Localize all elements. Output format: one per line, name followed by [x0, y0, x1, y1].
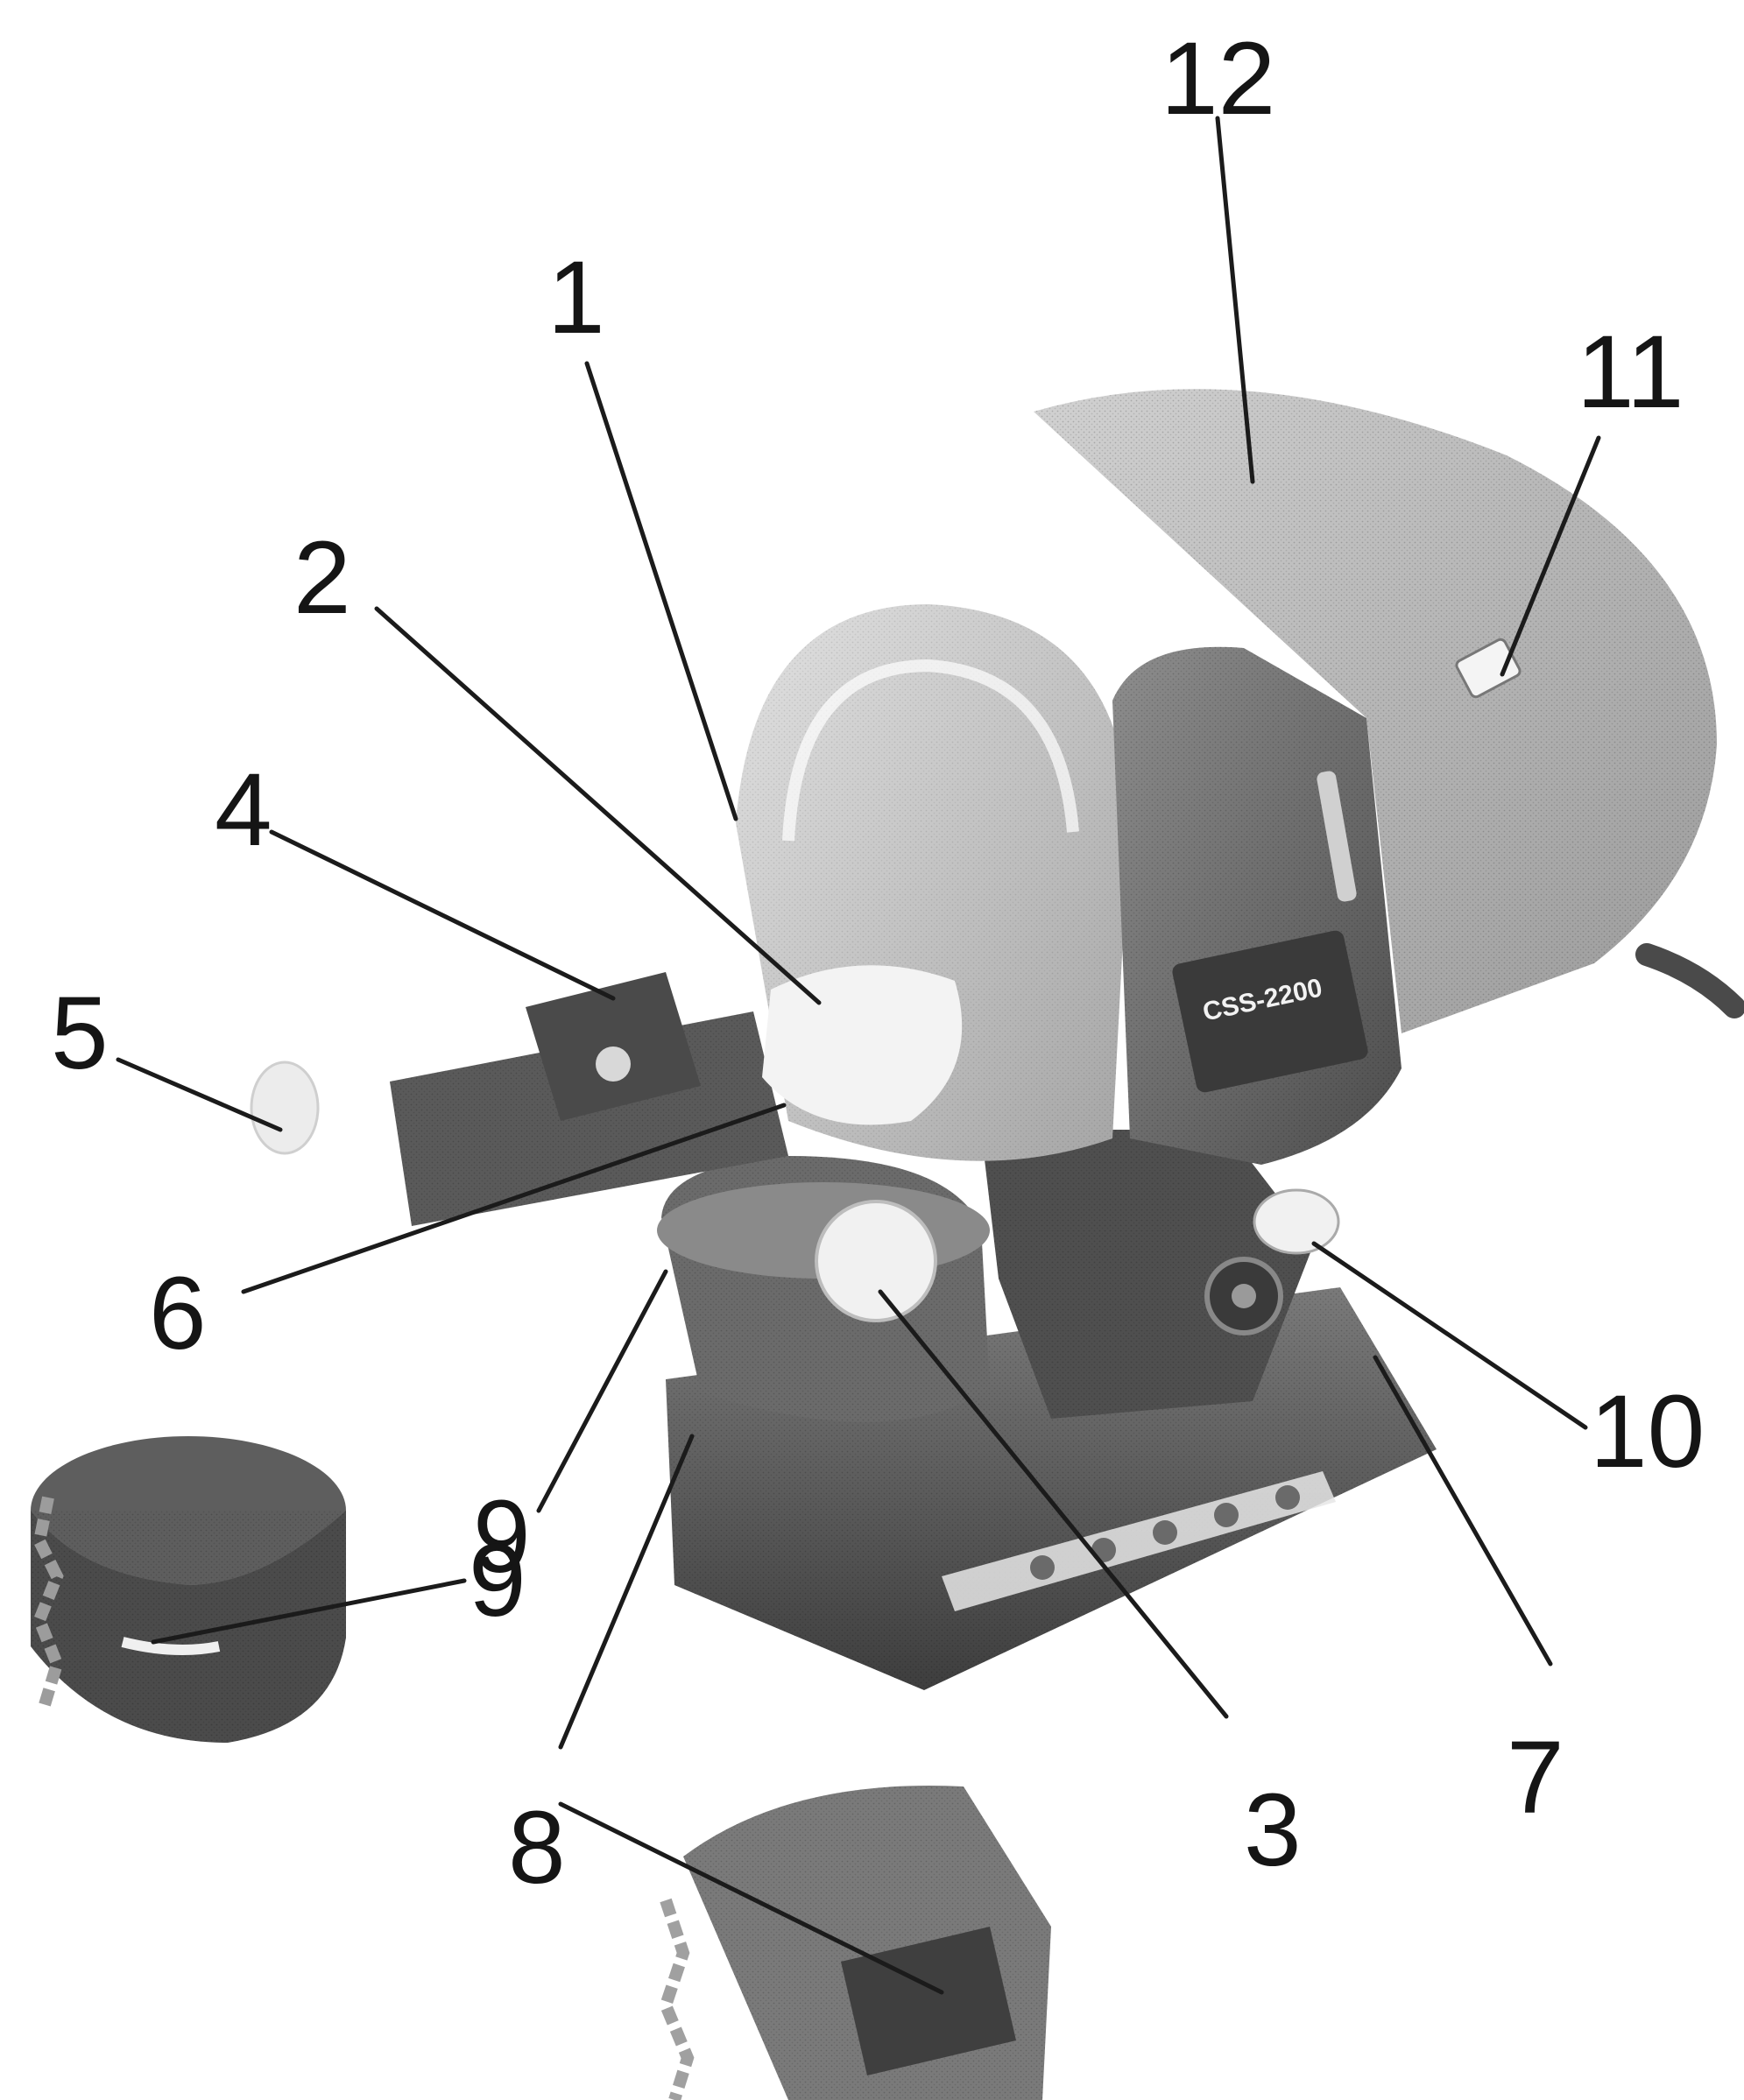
callout-12: 12: [1161, 21, 1275, 137]
depth-scale-marks: [1030, 1485, 1300, 1580]
leader-9b: [151, 1578, 467, 1645]
leader-9a: [536, 1269, 668, 1513]
callout-10: 10: [1590, 1374, 1705, 1490]
leader-6: [241, 1103, 787, 1294]
leader-10: [1311, 1241, 1588, 1430]
callout-6: 6: [149, 1256, 207, 1371]
adjustment-knob: [1253, 1188, 1340, 1255]
callout-2: 2: [293, 520, 351, 636]
leader-2: [374, 606, 822, 1005]
model-plate: [1172, 930, 1368, 1093]
power-cord: [1635, 943, 1744, 1018]
chain-stop-part: [250, 1061, 320, 1155]
callout-3: 3: [1244, 1772, 1302, 1888]
leader-11: [1500, 435, 1601, 677]
callout-1: 1: [547, 240, 605, 356]
leader-5: [116, 1057, 283, 1132]
sharpener-illustration: CSS-2200: [250, 389, 1744, 1690]
callout-8: 8: [508, 1790, 566, 1906]
vent-slot: [1317, 771, 1357, 902]
callout-labels: 1 2 3 4 5 6 7 8 9 9 10 11 12: [51, 21, 1705, 1906]
callout-4: 4: [215, 752, 272, 868]
leader-12: [1215, 116, 1255, 484]
leader-8-inset: [558, 1801, 944, 1995]
leader-lines: [116, 116, 1601, 1995]
grinding-disk: [762, 965, 963, 1125]
inset-vise-chain: [659, 1898, 695, 2100]
leader-4: [269, 829, 616, 1001]
leader-7: [1373, 1355, 1553, 1667]
callout-5: 5: [51, 976, 109, 1091]
callout-9b: 9: [469, 1523, 526, 1638]
callout-9a: 9: [473, 1479, 531, 1595]
leader-1: [584, 361, 738, 821]
inset-chain: [32, 1496, 64, 1710]
vise-hole: [596, 1046, 631, 1082]
inset-vise-detail: [659, 1786, 1051, 2100]
callout-11: 11: [1577, 314, 1684, 430]
inset-disk-detail: [31, 1436, 346, 1743]
leader-8: [558, 1434, 695, 1750]
leader-3: [878, 1289, 1229, 1719]
callout-7: 7: [1507, 1720, 1564, 1836]
clamp-knob: [815, 1200, 937, 1322]
